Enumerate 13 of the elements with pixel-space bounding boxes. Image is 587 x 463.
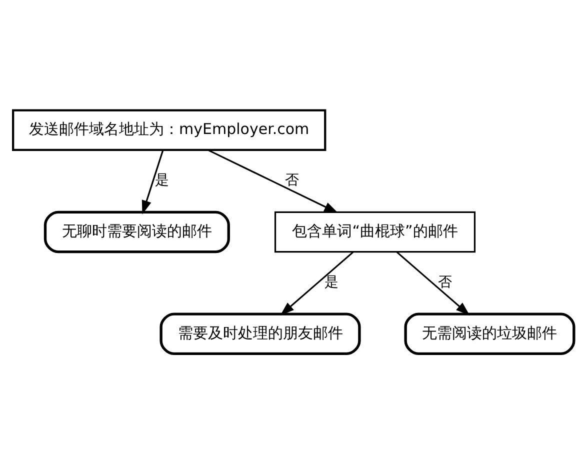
edge-label: 否 (284, 172, 299, 188)
arrow (208, 148, 338, 213)
edge-label: 否 (438, 274, 452, 290)
edge-label: 是 (324, 274, 339, 290)
arrow (396, 250, 470, 315)
node-box: 无需阅读的垃圾邮件 (404, 312, 576, 355)
arrow (280, 250, 354, 315)
node-box: 发送邮件域名地址为：myEmployer.com (12, 108, 326, 151)
edge-label: 是 (155, 172, 170, 188)
node-box: 包含单词“曲棍球”的邮件 (274, 210, 476, 252)
node-box: 需要及时处理的朋友邮件 (160, 312, 361, 355)
node-box: 无聊时需要阅读的邮件 (44, 210, 230, 253)
arrow (142, 150, 164, 214)
